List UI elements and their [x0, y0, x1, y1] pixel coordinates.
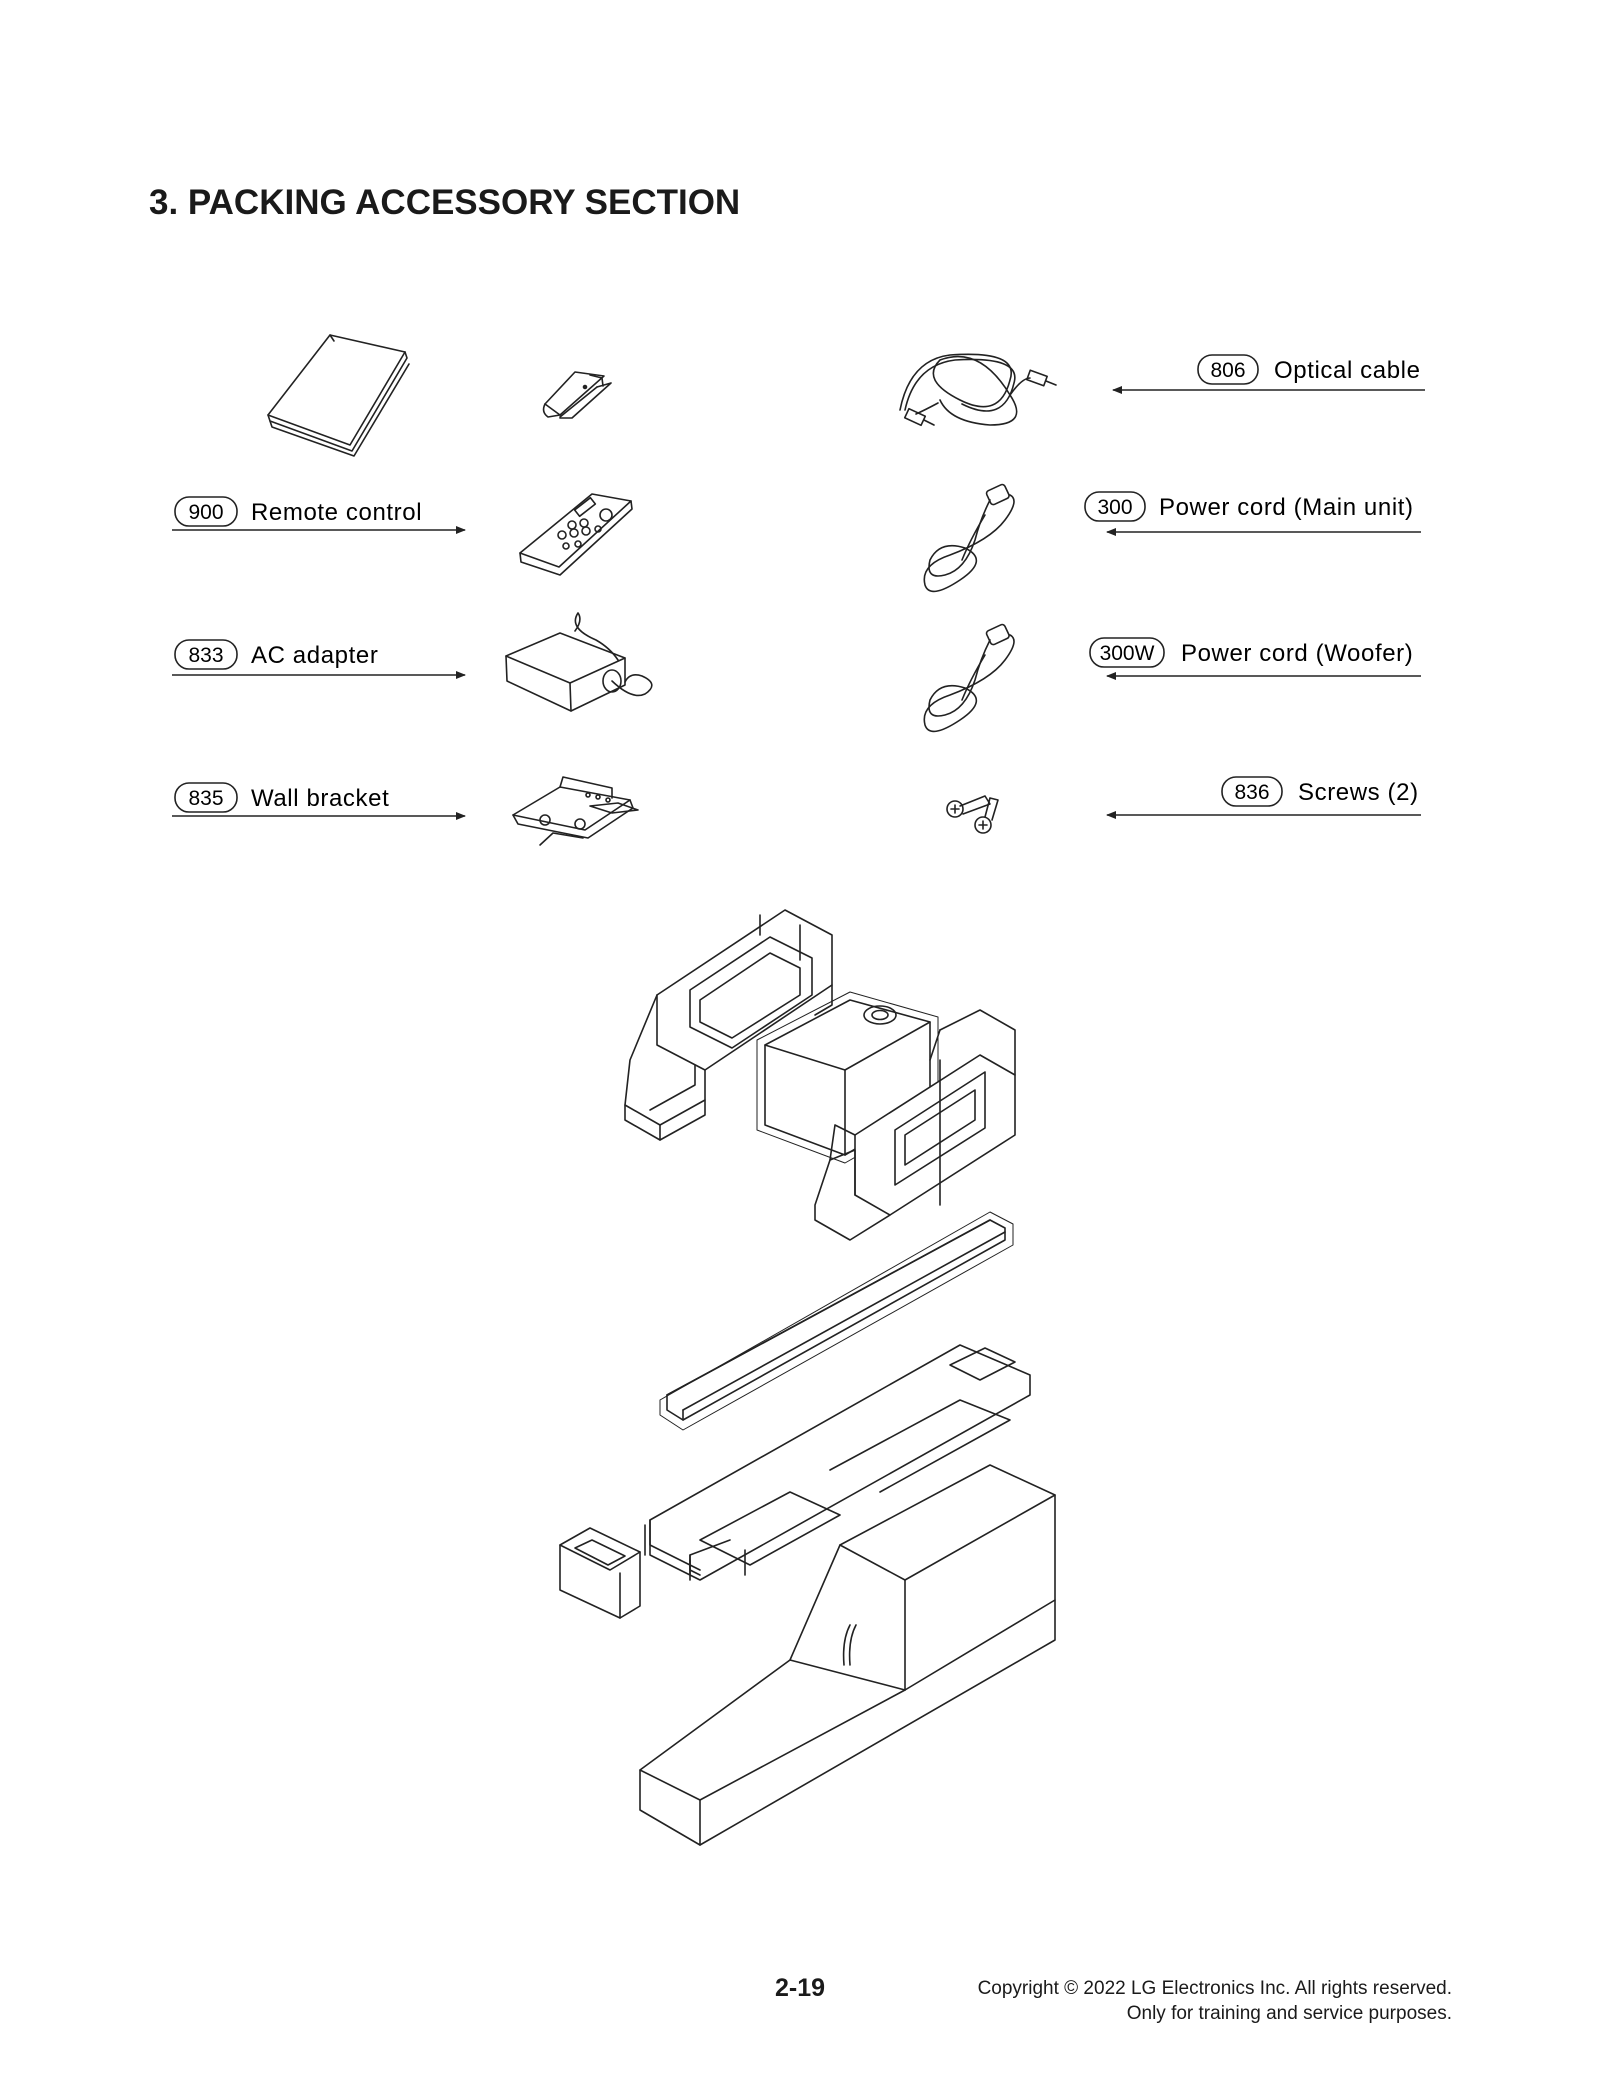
callout-wall-bracket: 835 Wall bracket: [172, 782, 466, 820]
wall-bracket-icon: [512, 776, 639, 846]
callout-number: 836: [1234, 781, 1269, 804]
callout-ac-adapter: 833 AC adapter: [172, 639, 466, 679]
callout-power-cord-main-unit: 300 Power cord (Main unit): [1084, 491, 1421, 536]
copyright-line-1: Copyright © 2022 LG Electronics Inc. All…: [977, 1978, 1452, 1999]
soundbar-unit: [659, 1211, 1014, 1431]
callout-number: 835: [188, 787, 223, 810]
callout-label: Power cord (Main unit): [1159, 494, 1414, 521]
screws-icon: [946, 795, 999, 834]
power-cord-woofer-icon: [923, 623, 1015, 733]
callout-number: 300W: [1100, 642, 1155, 665]
power-cord-main-icon: [923, 483, 1015, 593]
callout-number: 900: [188, 501, 223, 524]
callout-label: Optical cable: [1274, 357, 1421, 384]
packaging-exploded-view: [559, 909, 1056, 1846]
callout-label: Screws (2): [1298, 779, 1419, 806]
foam-end-cap-left: [624, 909, 833, 1141]
callout-number: 300: [1097, 496, 1132, 519]
small-foam-block: [559, 1527, 641, 1619]
batteries-icon: [542, 371, 612, 419]
outer-carton: [639, 1464, 1056, 1846]
callout-label: Power cord (Woofer): [1181, 640, 1413, 667]
callout-label: AC adapter: [251, 642, 378, 669]
copyright-notice: Copyright © 2022 LG Electronics Inc. All…: [978, 1976, 1452, 2026]
copyright-line-2: Only for training and service purposes.: [1126, 2003, 1452, 2024]
callout-optical-cable: 806 Optical cable: [1112, 354, 1425, 394]
callout-label: Wall bracket: [251, 785, 389, 812]
callout-screws: 836 Screws (2): [1106, 776, 1421, 819]
callout-label: Remote control: [251, 499, 422, 526]
callout-remote-control: 900 Remote control: [172, 496, 466, 534]
callout-number: 833: [188, 644, 223, 667]
remote-control-icon: [519, 493, 633, 576]
owners-manual-icon: [267, 334, 410, 457]
page-number: 2-19: [774, 1974, 826, 2002]
ac-adapter-icon: [505, 612, 653, 712]
callout-power-cord-woofer: 300W Power cord (Woofer): [1089, 637, 1421, 680]
section-title: 3. PACKING ACCESSORY SECTION: [149, 183, 741, 222]
callout-number: 806: [1210, 359, 1245, 382]
foam-end-cap-right: [814, 1009, 1016, 1241]
optical-cable-icon: [899, 353, 1057, 427]
foam-tray: [644, 1344, 1031, 1581]
